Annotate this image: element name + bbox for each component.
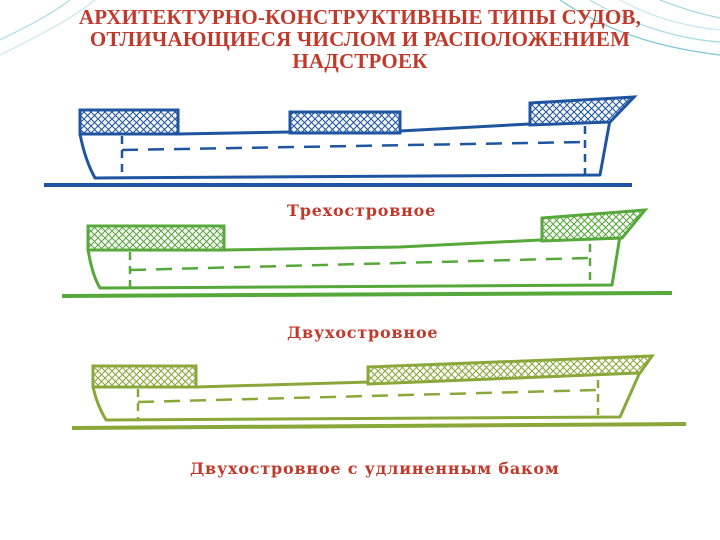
waterline — [71, 422, 687, 430]
superstructure-forecastle — [540, 208, 649, 243]
superstructure-forecastle — [528, 95, 638, 127]
waterline — [61, 291, 673, 298]
caption-two-island: Двухостровное — [287, 323, 439, 342]
ship-two-island-long-forecastle — [71, 354, 687, 430]
caption-three-island: Трехостровное — [287, 201, 437, 220]
title-line-2: ОТЛИЧАЮЩИЕСЯ ЧИСЛОМ И РАСПОЛОЖЕНИЕМ — [89, 27, 631, 51]
inner-deck-line — [129, 256, 591, 272]
caption-two-island-long-forecastle: Двухостровное с удлиненным баком — [190, 459, 560, 478]
inner-deck-line — [137, 388, 599, 404]
hull-outline — [86, 234, 622, 290]
superstructure-poop — [86, 224, 226, 252]
inner-deck-line — [121, 140, 586, 152]
superstructure-forecastle — [366, 354, 655, 386]
superstructure-poop — [78, 108, 180, 136]
ship-three-island — [44, 95, 638, 187]
superstructure-bridge — [288, 110, 402, 135]
title-line-3: НАДСТРОЕК — [292, 49, 428, 73]
title-line-1: АРХИТЕКТУРНО-КОНСТРУКТИВНЫЕ ТИПЫ СУДОВ, — [78, 5, 642, 29]
superstructure-poop — [91, 364, 198, 389]
page-title: АРХИТЕКТУРНО-КОНСТРУКТИВНЫЕ ТИПЫ СУДОВ, … — [20, 6, 700, 72]
ship-two-island — [61, 208, 673, 298]
